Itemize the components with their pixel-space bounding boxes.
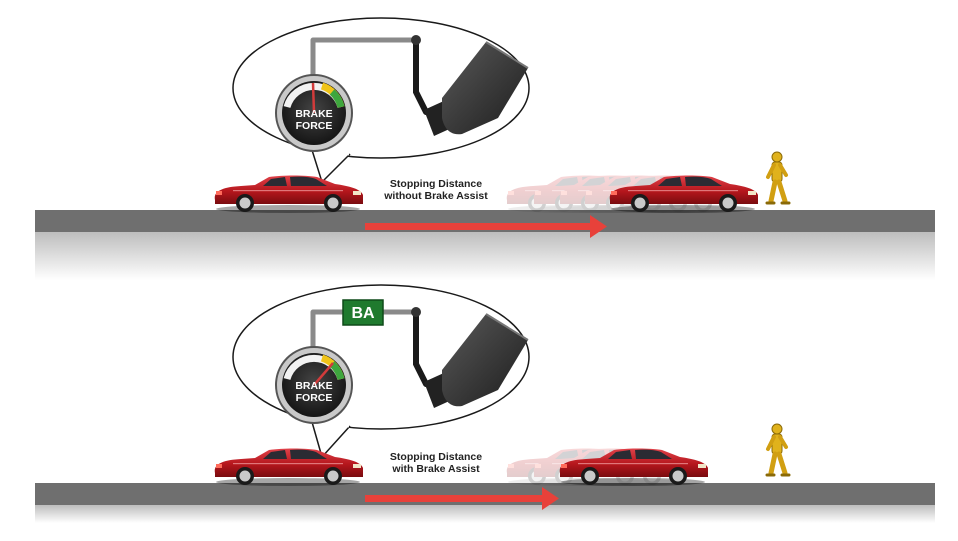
crash-test-dummy-icon [767, 152, 789, 203]
stopping-distance-arrow [365, 487, 559, 510]
car-icon [214, 448, 363, 486]
gauge-label-line2: FORCE [296, 392, 333, 404]
gauge-label-line1: BRAKE [295, 380, 332, 392]
caption-line1: Stopping Distance [390, 178, 482, 190]
road-surface [35, 210, 935, 232]
caption-line2: with Brake Assist [391, 463, 480, 475]
brake-line [310, 37, 415, 82]
panel-without-brake-assist: BRAKE FORCE Stopping Distance without Br… [35, 17, 935, 280]
road-surface [35, 483, 935, 505]
panel-with-brake-assist: BA BRAKE FORCE Stopping Distance with Br… [35, 284, 935, 523]
car-icon [214, 175, 363, 213]
caption-line1: Stopping Distance [390, 451, 482, 463]
brake-force-gauge-icon: BRAKE FORCE [275, 74, 353, 152]
gauge-label-line1: BRAKE [295, 108, 332, 120]
caption-line2: without Brake Assist [383, 190, 488, 202]
stopping-distance-arrow [365, 215, 607, 238]
road-fade [35, 505, 935, 523]
crash-test-dummy-icon [767, 424, 789, 475]
road-fade [35, 232, 935, 280]
gauge-label-line2: FORCE [296, 120, 333, 132]
brake-force-gauge-icon: BRAKE FORCE [275, 346, 353, 424]
brake-assist-badge-label: BA [351, 305, 375, 322]
brake-assist-badge: BA [342, 299, 384, 326]
